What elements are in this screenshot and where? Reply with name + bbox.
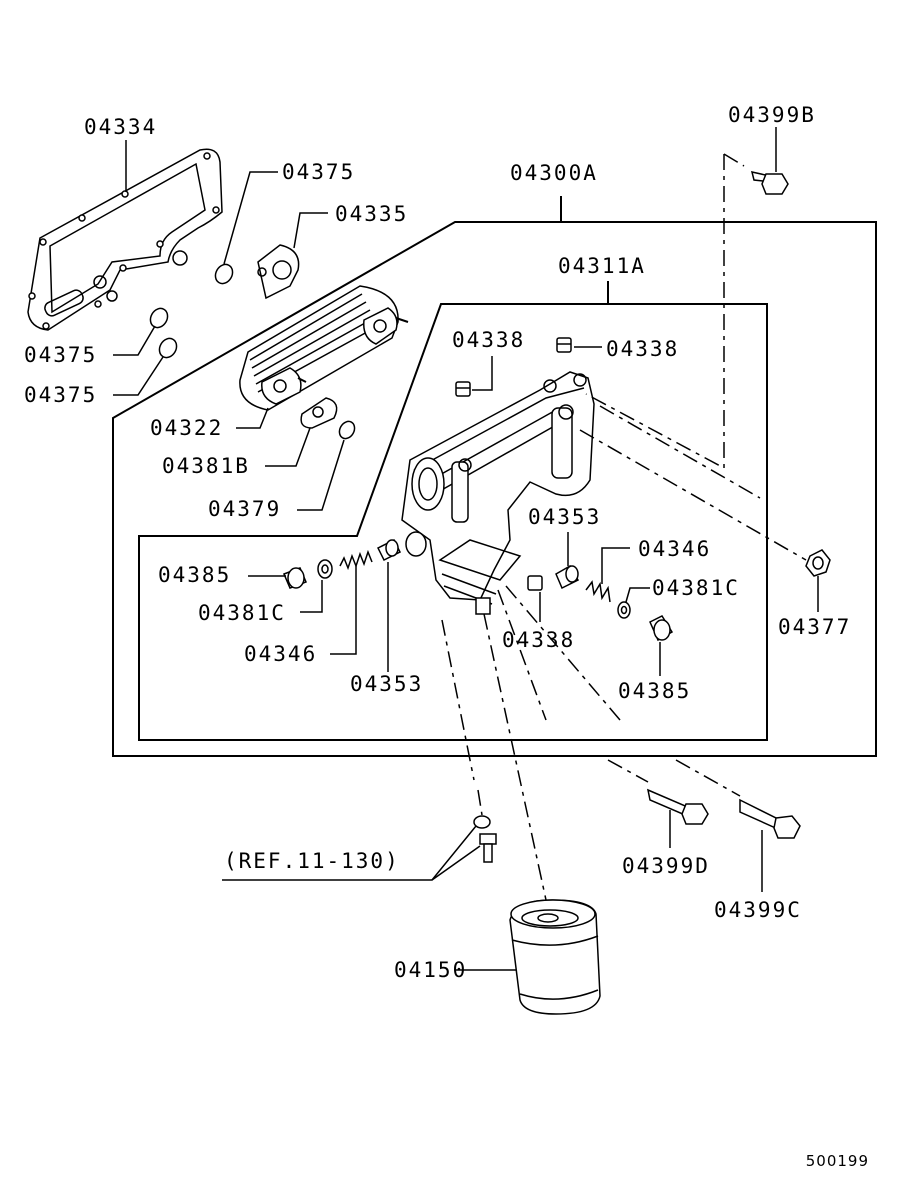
- label-04338-a: 04338: [452, 328, 526, 352]
- label-04346-a: 04346: [638, 537, 712, 561]
- assembly-box-04300a: [112, 221, 877, 757]
- oil-filter-housing: [401, 371, 595, 615]
- label-04335: 04335: [335, 202, 409, 226]
- bolt-04399d: [646, 788, 709, 825]
- nut-04377: [805, 549, 831, 577]
- label-04377: 04377: [778, 615, 852, 639]
- gasket-04381b: [300, 397, 338, 429]
- plug-04385-right: [649, 615, 674, 642]
- valve-04353-right: [555, 564, 580, 590]
- label-04375-a: 04375: [282, 160, 356, 184]
- label-04399b: 04399B: [728, 103, 816, 127]
- label-04338-b: 04338: [606, 337, 680, 361]
- washer-04381c-right: [617, 601, 631, 619]
- oil-cooler: [239, 285, 409, 411]
- label-04150: 04150: [394, 958, 468, 982]
- plug-04338-c: [527, 575, 543, 591]
- ref-connector: [473, 815, 497, 863]
- plug-04385-left: [283, 567, 307, 589]
- label-04375-c: 04375: [24, 383, 98, 407]
- diagram-code: 500199: [805, 1152, 869, 1170]
- label-04381c-b: 04381C: [198, 601, 286, 625]
- bolt-04399b: [750, 171, 789, 195]
- label-04381b: 04381B: [162, 454, 250, 478]
- assembly-lines: [441, 153, 807, 901]
- valve-04353-left: [376, 538, 402, 562]
- washer-04381c-left: [317, 559, 333, 579]
- gasket-04335: [257, 244, 300, 300]
- spring-04346-left: [339, 549, 373, 571]
- label-04385-b: 04385: [618, 679, 692, 703]
- plug-04338-a: [455, 381, 471, 397]
- label-04375-b: 04375: [24, 343, 98, 367]
- label-04379: 04379: [208, 497, 282, 521]
- label-04399d: 04399D: [622, 854, 710, 878]
- oil-filter: [509, 899, 601, 1015]
- label-04385-a: 04385: [158, 563, 232, 587]
- label-04346-b: 04346: [244, 642, 318, 666]
- label-04322: 04322: [150, 416, 224, 440]
- label-ref: (REF.11-130): [224, 849, 400, 873]
- label-04353-a: 04353: [528, 505, 602, 529]
- label-04399c: 04399C: [714, 898, 802, 922]
- assembly-box-04311a: [138, 303, 768, 741]
- label-04300a: 04300A: [510, 161, 598, 185]
- label-04381c-a: 04381C: [652, 576, 740, 600]
- label-04353-b: 04353: [350, 672, 424, 696]
- label-04338-c: 04338: [502, 628, 576, 652]
- spring-04346-right: [585, 580, 611, 603]
- label-04311a: 04311A: [558, 254, 646, 278]
- label-04334: 04334: [84, 115, 158, 139]
- gasket-plate: [27, 148, 223, 331]
- bolt-04399c: [739, 798, 801, 839]
- plug-04338-b: [556, 337, 572, 353]
